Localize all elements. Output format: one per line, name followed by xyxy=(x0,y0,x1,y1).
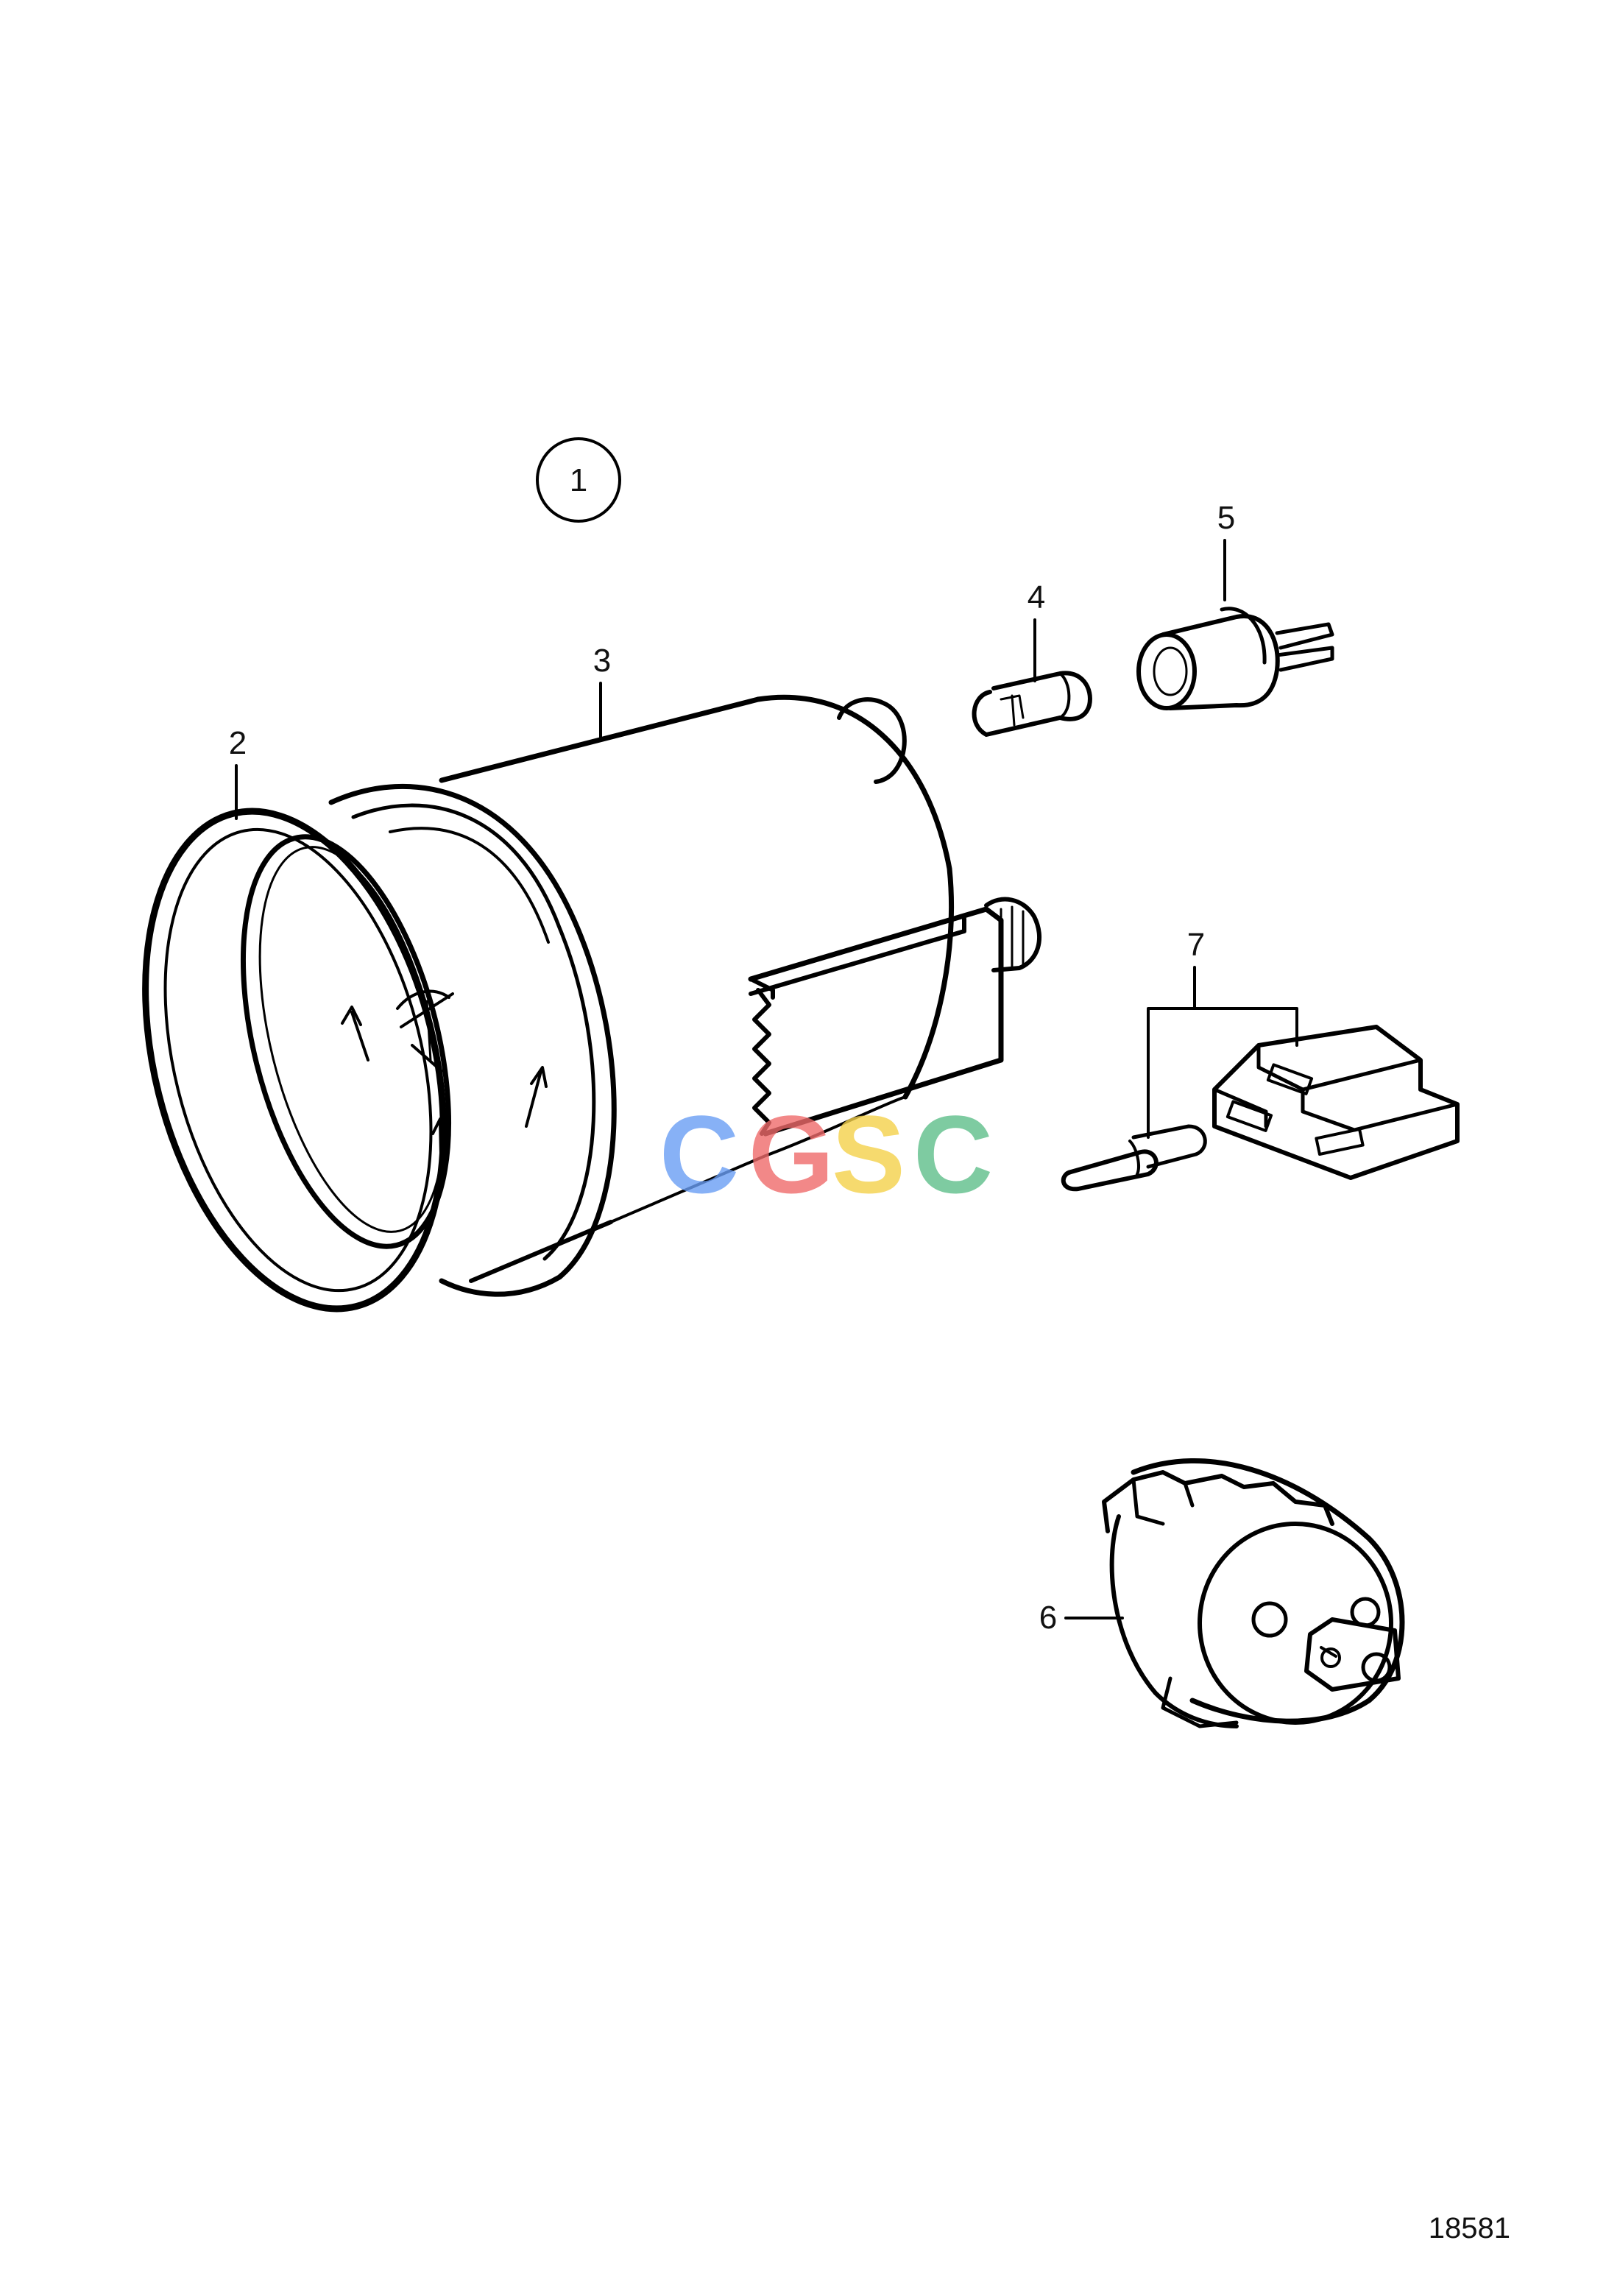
watermark-letter-1: C xyxy=(659,1092,739,1216)
callout-6-label: 6 xyxy=(1039,1600,1057,1636)
watermark-letter-2: G xyxy=(749,1092,835,1216)
callout-7-label: 7 xyxy=(1187,927,1205,963)
callout-4: 4 xyxy=(1027,579,1045,682)
watermark-letter-3: S xyxy=(832,1092,905,1216)
bulb xyxy=(972,671,1092,737)
callout-5-label: 5 xyxy=(1217,500,1235,536)
callout-3: 3 xyxy=(593,643,611,741)
bulb-holder xyxy=(1136,607,1334,710)
group-callout-1: 1 xyxy=(536,437,621,523)
bezel-ring xyxy=(142,808,548,1313)
callout-5: 5 xyxy=(1217,500,1235,601)
drawing-number: 18581 xyxy=(1429,2212,1510,2244)
connector xyxy=(1061,1025,1460,1192)
dial-face xyxy=(341,989,548,1187)
callout-4-label: 4 xyxy=(1027,579,1045,615)
callout-3-label: 3 xyxy=(593,643,611,679)
watermark-logo: C G S C xyxy=(659,1092,993,1216)
callout-6: 6 xyxy=(1039,1600,1124,1636)
callout-7: 7 xyxy=(1147,927,1298,1139)
gauge-housing xyxy=(328,694,1042,1297)
watermark-letter-4: C xyxy=(913,1092,993,1216)
callout-2-label: 2 xyxy=(229,725,247,761)
group-callout-label: 1 xyxy=(570,462,587,498)
switch xyxy=(1102,1458,1405,1728)
callout-2: 2 xyxy=(229,725,247,820)
